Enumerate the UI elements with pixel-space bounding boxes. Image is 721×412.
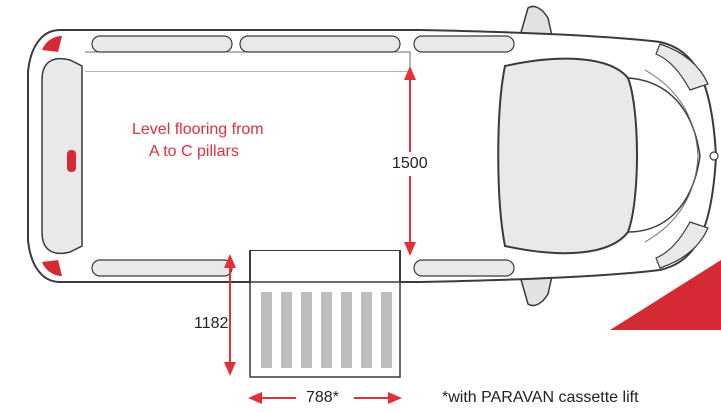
flooring-label-line1: Level flooring from	[132, 121, 264, 138]
rear-tail-light-top	[42, 36, 62, 52]
ramp-stripe	[381, 292, 392, 368]
rear-brake-light	[67, 150, 76, 172]
side-window-top-2	[239, 35, 401, 53]
ramp-stripes	[261, 292, 392, 368]
ramp-stripe	[341, 292, 352, 368]
dimension-1182	[224, 254, 236, 376]
side-mirror-top	[519, 5, 553, 37]
ramp-stripe	[361, 292, 372, 368]
side-window-top-1	[91, 35, 233, 53]
ramp-stripe	[281, 292, 292, 368]
side-mirror-bottom	[519, 275, 553, 307]
windshield	[497, 57, 638, 255]
ramp-stripe	[261, 292, 272, 368]
dimension-788	[248, 392, 402, 404]
ramp-stripe	[321, 292, 332, 368]
flooring-label-line2: A to C pillars	[149, 143, 239, 160]
hood	[627, 77, 701, 233]
ramp-stripe	[301, 292, 312, 368]
headlight-bottom	[655, 221, 709, 269]
headlight-top	[655, 43, 709, 91]
corner-accent	[610, 260, 721, 330]
ramp-width-dimension-label: 788*	[306, 389, 339, 406]
height-dimension-label: 1500	[392, 152, 428, 176]
hood-line	[644, 69, 699, 243]
rear-tail-light-bottom	[42, 260, 62, 276]
cargo-floor-area	[85, 72, 410, 250]
rear-door-glass	[41, 57, 83, 255]
ramp-depth-dimension-label: 1182	[194, 312, 229, 336]
front-emblem	[709, 151, 719, 161]
side-window-top-3	[413, 35, 515, 53]
footnote-text: *with PARAVAN cassette lift	[442, 389, 639, 406]
side-window-bottom-1	[91, 259, 233, 277]
side-window-bottom-3	[413, 259, 515, 277]
